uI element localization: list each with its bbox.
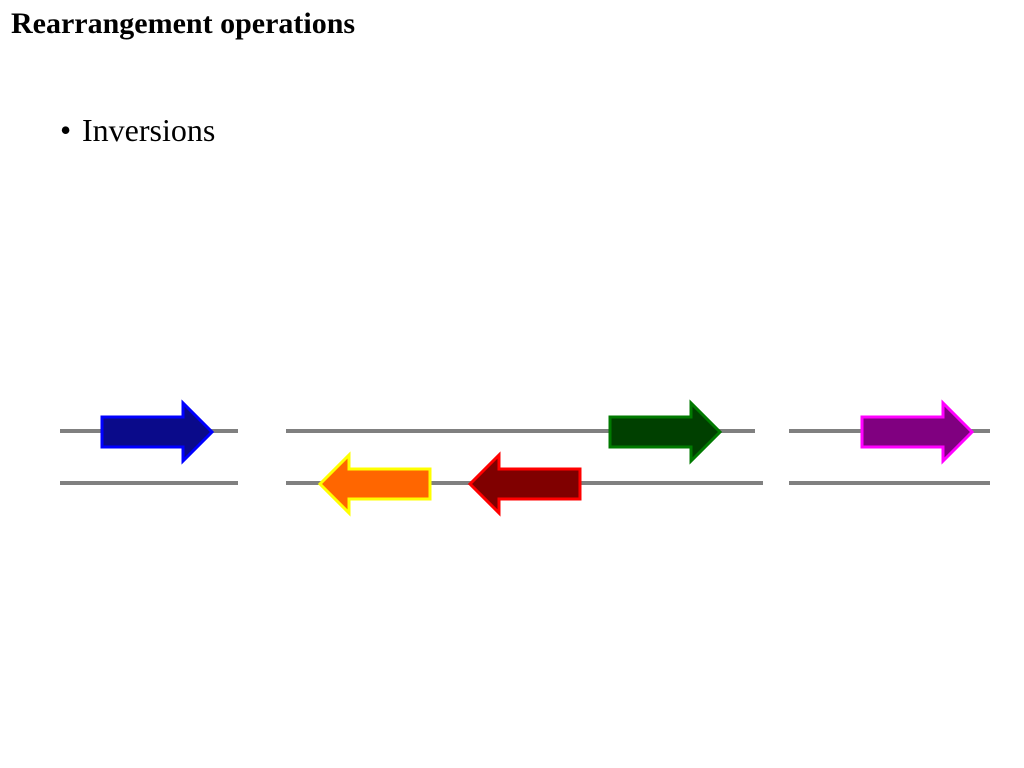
bullet-marker: •: [60, 112, 72, 148]
gene-arrow-green: [608, 399, 723, 465]
bullet-text-inversions: Inversions: [82, 112, 216, 148]
gene-arrow-orange: [317, 451, 432, 517]
gene-arrow-blue: [100, 399, 215, 465]
slide-title: Rearrangement operations: [11, 7, 356, 40]
gene-arrow-purple: [860, 399, 975, 465]
bullet-item: • Inversions: [60, 110, 215, 150]
gene-arrow-red: [467, 451, 582, 517]
bullet-list: • Inversions: [60, 110, 215, 150]
